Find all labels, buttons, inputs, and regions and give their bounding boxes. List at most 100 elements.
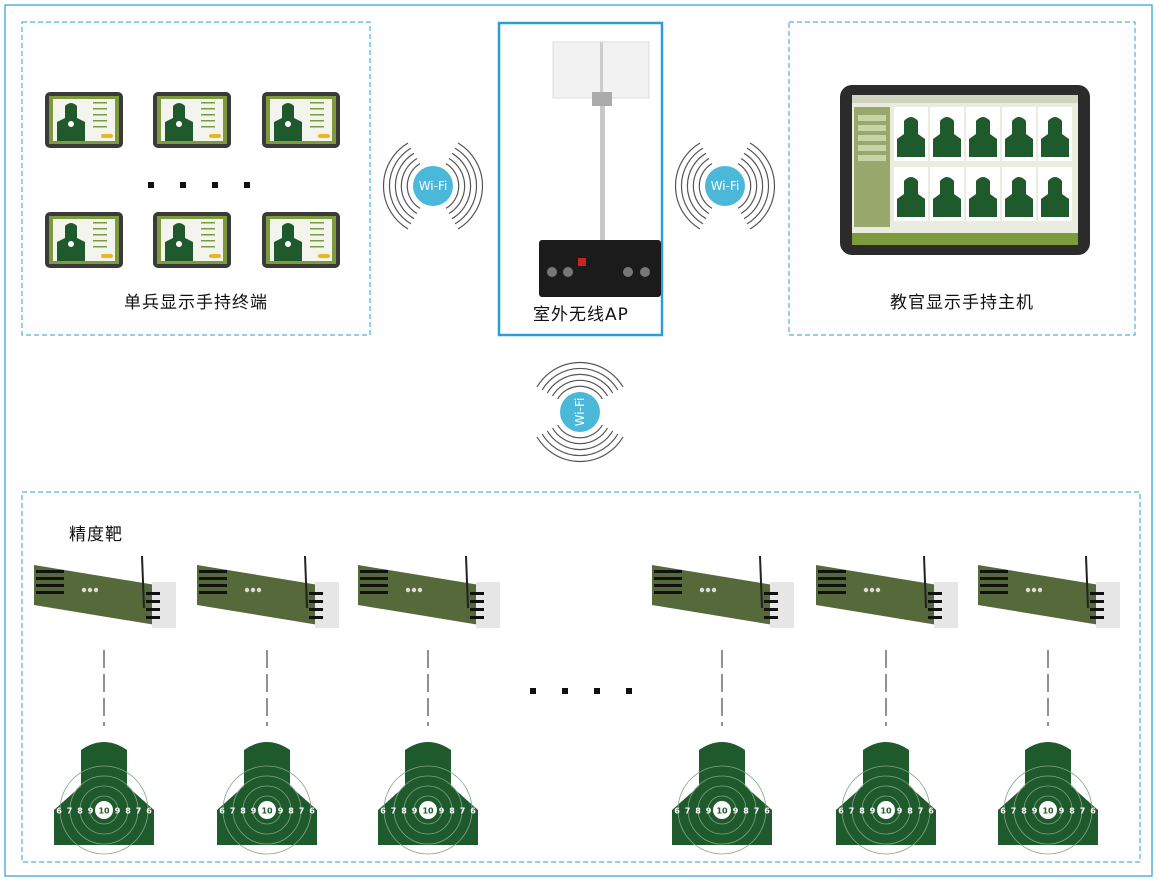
ap-box <box>497 21 664 337</box>
info-line <box>93 108 107 110</box>
bullseye <box>258 801 276 819</box>
silhouette-icon <box>1005 117 1033 157</box>
ring-number: 6 <box>309 807 315 816</box>
bullseye <box>877 801 895 819</box>
ring-number: 9 <box>88 807 94 816</box>
ring-number: 7 <box>230 807 236 816</box>
wifi-wave <box>448 157 466 215</box>
indicator <box>705 587 711 593</box>
target-ring <box>232 775 302 845</box>
wifi-label: Wi-Fi <box>419 179 448 193</box>
target-ring <box>69 775 139 845</box>
target-ring <box>59 765 149 855</box>
confirm-button <box>318 254 330 258</box>
target-ring <box>1003 765 1093 855</box>
vent <box>980 577 1008 580</box>
confirm-button <box>209 254 221 258</box>
device-endcap <box>770 582 794 628</box>
ring-number: 8 <box>449 807 455 816</box>
device-body <box>816 565 956 628</box>
info-line <box>93 120 107 122</box>
ring-number: 9 <box>115 807 121 816</box>
ap-antenna-bracket <box>600 42 603 98</box>
outer-border <box>4 4 1153 877</box>
vent <box>764 600 778 603</box>
ring-number: 9 <box>733 807 739 816</box>
device-body <box>34 565 174 628</box>
ring-number: 9 <box>278 807 284 816</box>
host-footer <box>852 233 1078 245</box>
info-line <box>310 228 324 230</box>
vent <box>928 600 942 603</box>
ring-number: 7 <box>136 807 142 816</box>
ring-number: 7 <box>1011 807 1017 816</box>
wifi-wave <box>551 379 609 397</box>
ap-label: 室外无线AP <box>533 305 629 325</box>
vent <box>36 584 64 587</box>
bullseye <box>713 801 731 819</box>
ap-pole <box>600 106 605 241</box>
ring-number: 10 <box>261 807 273 816</box>
bullseye <box>419 801 437 819</box>
ring-number: 9 <box>897 807 903 816</box>
indicator <box>411 587 417 593</box>
ring-number: 7 <box>391 807 397 816</box>
vent <box>146 616 160 619</box>
target-ring <box>403 785 453 835</box>
ring-number: 6 <box>380 807 386 816</box>
confirm-button <box>318 134 330 138</box>
ellipsis-dot <box>626 688 632 694</box>
info-line <box>310 234 324 236</box>
info-line <box>201 240 215 242</box>
ring-number: 6 <box>219 807 225 816</box>
vent <box>1090 600 1104 603</box>
target-silhouette <box>836 742 936 845</box>
wifi-wave <box>454 147 478 225</box>
info-line <box>93 102 107 104</box>
info-line <box>201 126 215 128</box>
wifi-wave <box>746 147 770 225</box>
info-line <box>201 114 215 116</box>
vent <box>146 608 160 611</box>
indicator <box>875 587 881 593</box>
wifi-signal: Wi-Fi <box>536 361 624 463</box>
info-line <box>310 222 324 224</box>
ring-number: 9 <box>412 807 418 816</box>
terminals-box <box>21 21 371 336</box>
target-ring <box>383 765 473 855</box>
vent <box>928 608 942 611</box>
info-line <box>310 114 324 116</box>
precision-target-device <box>978 555 1120 628</box>
vent <box>199 591 227 594</box>
ring-number: 8 <box>240 807 246 816</box>
wifi-signal: Wi-Fi <box>674 142 776 230</box>
vent <box>470 592 484 595</box>
handheld-terminal <box>262 92 340 148</box>
target-ring <box>79 785 129 835</box>
info-line <box>201 120 215 122</box>
ring-number: 8 <box>695 807 701 816</box>
precision-target-device <box>652 555 794 628</box>
confirm-button <box>101 134 113 138</box>
handheld-terminal <box>262 212 340 268</box>
silhouette-icon <box>933 177 961 217</box>
info-line <box>201 108 215 110</box>
indicator <box>244 587 250 593</box>
vent <box>199 570 227 573</box>
indicator <box>417 587 423 593</box>
ring-number: 7 <box>299 807 305 816</box>
wifi-badge <box>560 392 600 432</box>
silhouette-icon <box>897 117 925 157</box>
ring-number: 6 <box>1000 807 1006 816</box>
target-ring <box>89 795 119 825</box>
vent <box>199 577 227 580</box>
info-line <box>93 240 107 242</box>
info-line <box>201 228 215 230</box>
wifi-badge <box>413 166 453 206</box>
target-ring <box>1023 785 1073 835</box>
target-ring <box>851 775 921 845</box>
vent <box>818 570 846 573</box>
precision-target-device <box>34 555 176 628</box>
